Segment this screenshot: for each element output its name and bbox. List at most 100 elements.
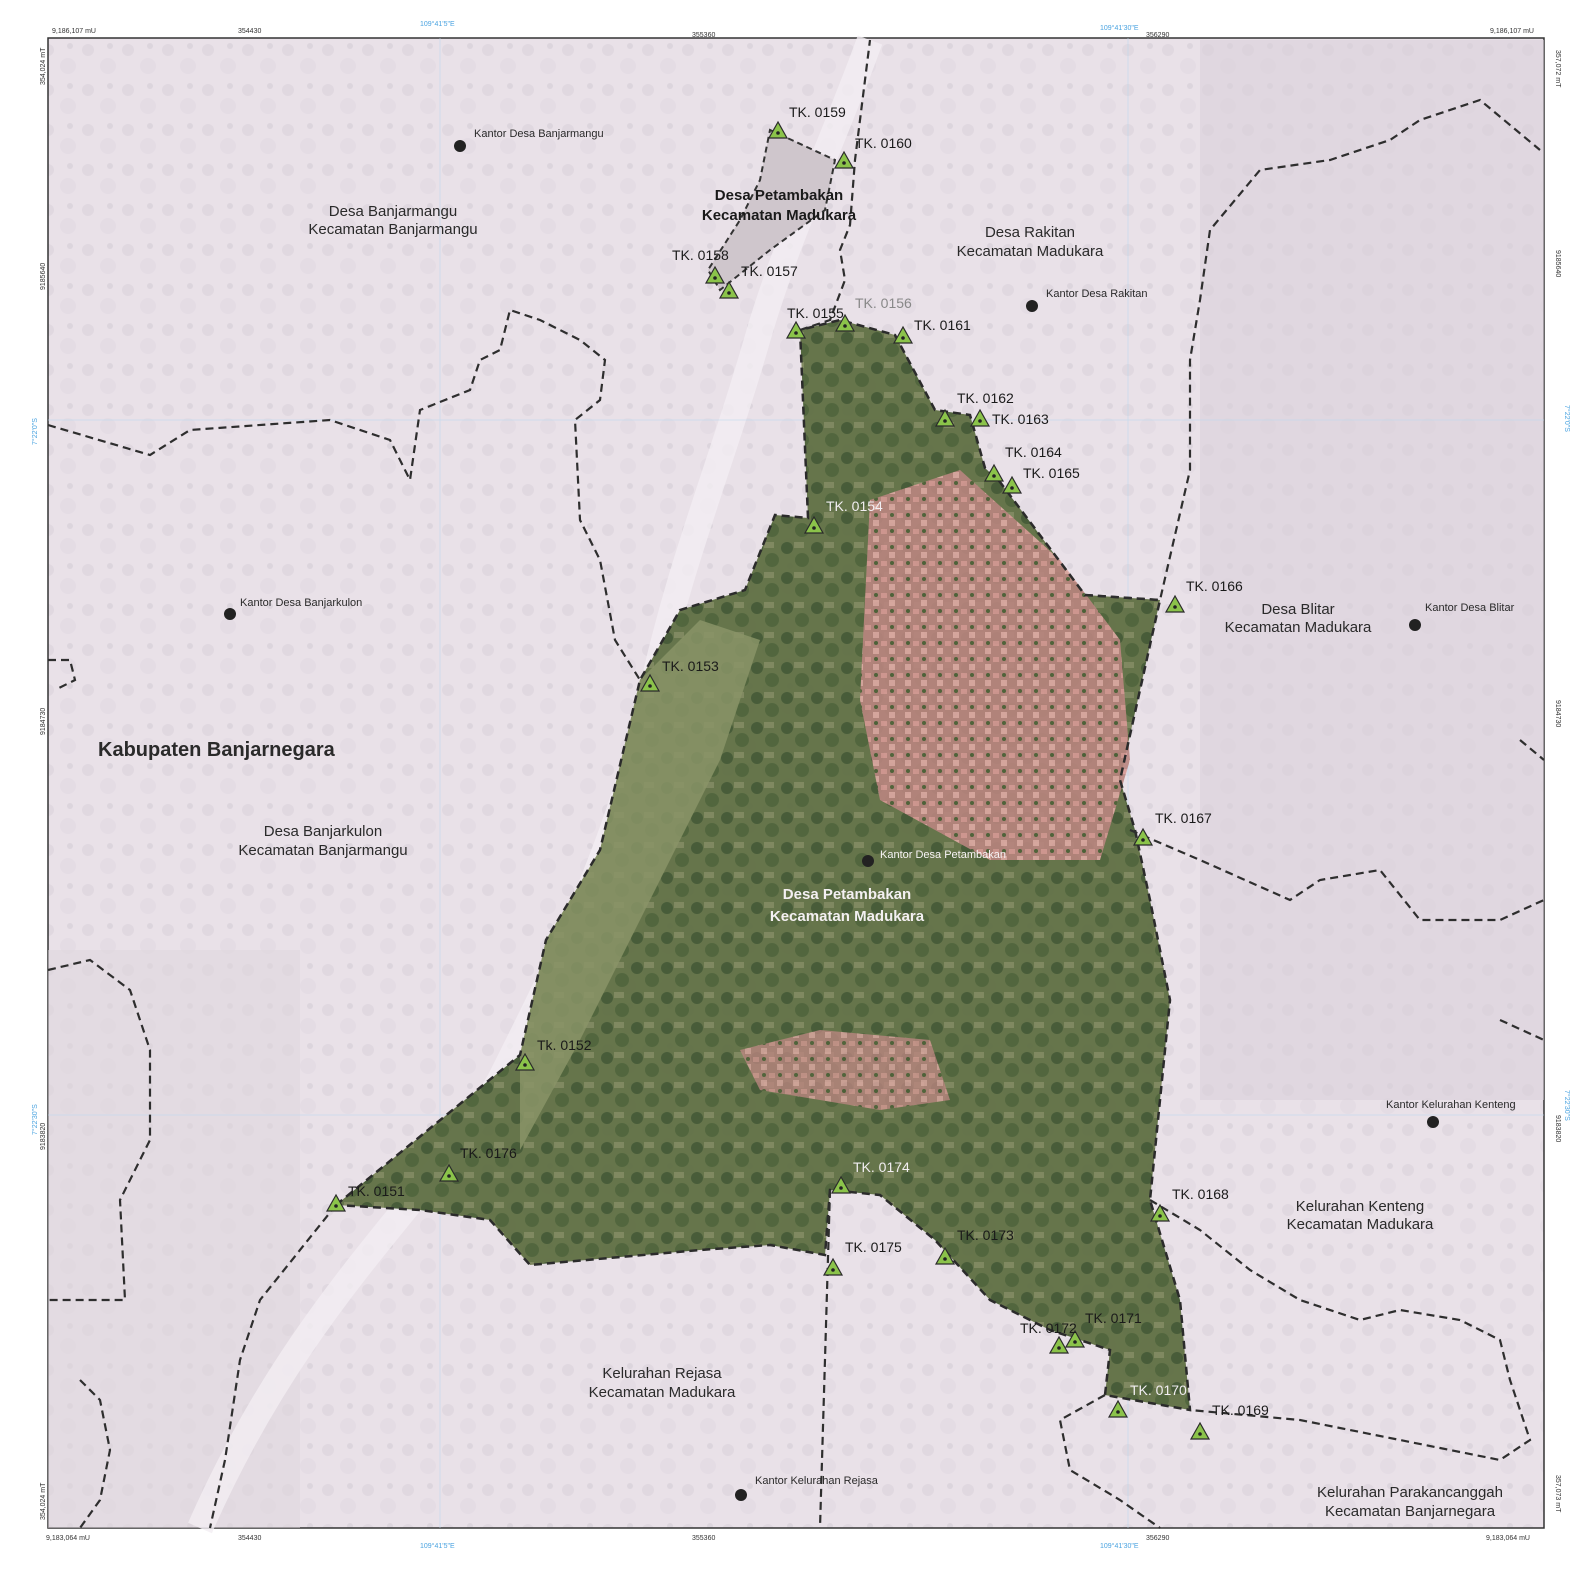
boundary-point[interactable]: TK. 0166 — [1164, 578, 1243, 613]
office-label: Kantor Kelurahan Kenteng — [1386, 1099, 1516, 1111]
northing-tick: 9184730 — [40, 708, 47, 735]
easting-tick: 354430 — [238, 1535, 261, 1542]
boundary-point-label: TK. 0171 — [1085, 1310, 1142, 1326]
northing-tick: 9183820 — [40, 1123, 47, 1150]
office-dot-icon[interactable] — [224, 608, 236, 620]
boundary-point[interactable]: TK. 0153 — [639, 658, 719, 692]
boundary-point-label: TK. 0169 — [1212, 1402, 1269, 1418]
boundary-point[interactable]: TK. 0162 — [934, 390, 1014, 427]
longitude-tick: 109°41'30"E — [1100, 24, 1139, 32]
boundary-point-label: TK. 0172 — [1020, 1320, 1077, 1336]
boundary-point-label: TK. 0173 — [957, 1227, 1014, 1243]
office-dot-icon[interactable] — [454, 140, 466, 152]
office-label: Kantor Desa Banjarkulon — [240, 597, 362, 609]
boundary-point[interactable]: TK. 0163 — [969, 408, 1049, 427]
office-dot-icon[interactable] — [735, 1489, 747, 1501]
boundary-point-label: TK. 0154 — [826, 498, 883, 514]
latitude-tick: 7°22'30"S — [1563, 1090, 1571, 1121]
boundary-point[interactable]: TK. 0151 — [325, 1183, 405, 1212]
latitude-tick: 7°22'0"S — [31, 418, 39, 445]
boundary-point[interactable]: TK. 0156 — [834, 295, 912, 332]
boundary-point[interactable]: TK. 0165 — [1001, 465, 1080, 494]
corner-bottom-left: 9,183,064 mU — [46, 1535, 90, 1542]
boundary-point-label: TK. 0161 — [914, 317, 971, 333]
edge-right-top: 357,072 mT — [1554, 50, 1561, 88]
boundary-point[interactable]: TK. 0172 — [1020, 1320, 1077, 1354]
office-label: Kantor Desa Blitar — [1425, 602, 1515, 614]
edge-right-bottom: 357,073 mT — [1554, 1475, 1561, 1513]
boundary-point[interactable]: TK. 0176 — [438, 1145, 517, 1182]
boundary-point-label: TK. 0175 — [845, 1239, 902, 1255]
boundary-point[interactable]: Tk. 0152 — [514, 1037, 592, 1071]
easting-tick: 355360 — [692, 1535, 715, 1542]
corner-top-left: 9,186,107 mU — [52, 28, 96, 35]
boundary-point[interactable]: TK. 0158 — [672, 247, 729, 284]
boundary-point-label: TK. 0153 — [662, 658, 719, 674]
boundary-point-label: TK. 0174 — [853, 1159, 910, 1175]
boundary-point-label: TK. 0167 — [1155, 810, 1212, 826]
northing-tick: 9185640 — [1554, 250, 1561, 277]
boundary-point-label: TK. 0156 — [855, 295, 912, 311]
longitude-tick: 109°41'30"E — [1100, 1542, 1139, 1550]
northing-tick: 9183820 — [1554, 1115, 1561, 1142]
boundary-point[interactable]: TK. 0159 — [767, 104, 846, 139]
boundary-point-label: TK. 0151 — [348, 1183, 405, 1199]
coordinate-labels: 9,186,107 mU 9,186,107 mU 9,183,064 mU 9… — [31, 20, 1571, 1550]
office-dot-icon[interactable] — [1409, 619, 1421, 631]
boundary-point[interactable]: TK. 0160 — [833, 135, 912, 169]
edge-left-top: 354,024 mT — [40, 47, 47, 85]
office-markers: Kantor Desa Banjarmangu Kantor Desa Raki… — [224, 128, 1516, 1501]
boundary-point[interactable]: TK. 0155 — [785, 305, 844, 339]
boundary-point[interactable]: TK. 0154 — [803, 498, 883, 534]
boundary-point[interactable]: TK. 0168 — [1149, 1186, 1229, 1222]
settlement-area — [860, 470, 1130, 860]
office-dot-icon[interactable] — [1427, 1116, 1439, 1128]
boundary-point-label: TK. 0164 — [1005, 444, 1062, 460]
boundary-point-label: TK. 0170 — [1130, 1382, 1187, 1398]
boundary-point-label: TK. 0165 — [1023, 465, 1080, 481]
office-dot-icon[interactable] — [1026, 300, 1038, 312]
office-dot-icon[interactable] — [862, 855, 874, 867]
easting-tick: 356290 — [1146, 1535, 1169, 1542]
easting-tick: 355360 — [692, 32, 715, 39]
boundary-point-label: TK. 0176 — [460, 1145, 517, 1161]
boundary-point[interactable]: TK. 0175 — [822, 1239, 902, 1276]
corner-top-right: 9,186,107 mU — [1490, 28, 1534, 35]
office-label: Kantor Desa Banjarmangu — [474, 128, 604, 140]
latitude-tick: 7°22'0"S — [1563, 405, 1571, 432]
boundary-point-label: TK. 0158 — [672, 247, 729, 263]
settlement-area-south — [740, 1030, 950, 1110]
office-label: Kantor Kelurahan Rejasa — [755, 1475, 879, 1487]
boundary-point[interactable]: TK. 0157 — [718, 263, 798, 299]
office-label: Kantor Desa Rakitan — [1046, 288, 1148, 300]
boundary-point[interactable]: TK. 0161 — [892, 317, 971, 344]
boundary-point[interactable]: TK. 0167 — [1132, 810, 1212, 846]
easting-tick: 356290 — [1146, 32, 1169, 39]
longitude-tick: 109°41'5"E — [420, 1542, 455, 1550]
northing-tick: 9184730 — [1554, 700, 1561, 727]
edge-left-bottom: 354,024 mT — [40, 1482, 47, 1520]
boundary-points: TK. 0151 Tk. 0152 TK. 0153 TK. 0154 TK. … — [325, 104, 1269, 1440]
fields-west — [520, 620, 760, 1150]
boundary-point[interactable]: TK. 0171 — [1064, 1310, 1142, 1348]
kabupaten-label: Kabupaten Banjarnegara — [98, 739, 336, 761]
boundary-point[interactable]: TK. 0170 — [1107, 1382, 1187, 1418]
boundary-point-label: TK. 0155 — [787, 305, 844, 321]
boundary-point[interactable]: TK. 0174 — [830, 1159, 910, 1194]
northing-tick: 9185640 — [40, 263, 47, 290]
terrain-sw — [48, 950, 300, 1528]
boundary-point-label: TK. 0168 — [1172, 1186, 1229, 1202]
boundary-point-label: TK. 0166 — [1186, 578, 1243, 594]
boundary-point[interactable]: TK. 0164 — [983, 444, 1062, 482]
boundary-point[interactable]: TK. 0173 — [934, 1227, 1014, 1265]
boundary-point[interactable]: TK. 0169 — [1189, 1402, 1269, 1440]
